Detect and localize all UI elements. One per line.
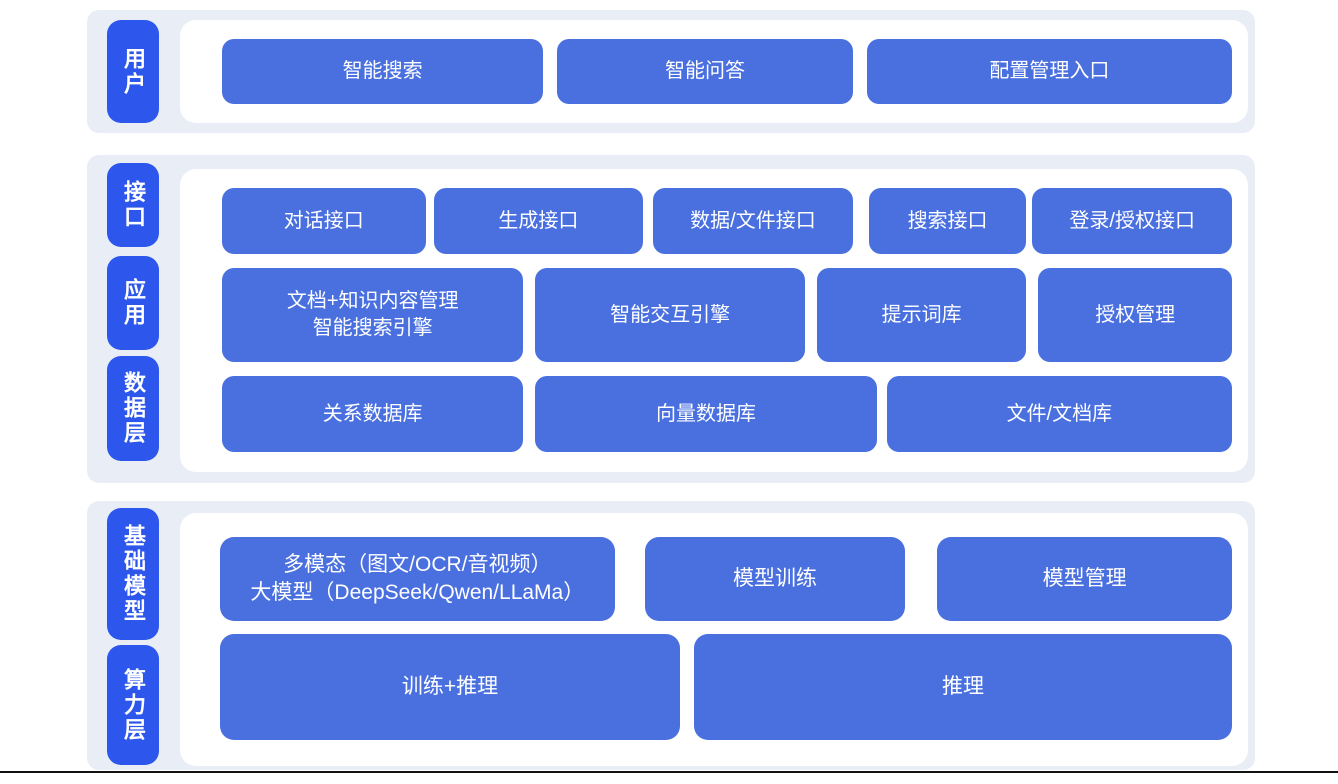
interface-row: 对话接口 生成接口 数据/文件接口 搜索接口 登录/授权接口 (222, 188, 1232, 254)
node-model-training: 模型训练 (644, 537, 906, 621)
middle-label-rail: 接口 应用 数据层 (87, 155, 180, 483)
node-training-plus-inference: 训练+推理 (220, 634, 680, 740)
node-login-auth-api: 登录/授权接口 (1032, 188, 1232, 254)
node-authorization-management: 授权管理 (1038, 268, 1232, 362)
node-interactive-engine: 智能交互引擎 (535, 268, 805, 362)
layer-label-interface-text: 接口 (121, 180, 146, 230)
bottom-label-rail: 基础模型 算力层 (87, 501, 180, 770)
user-panel: 智能搜索 智能问答 配置管理入口 (180, 20, 1248, 123)
node-dialog-api: 对话接口 (222, 188, 426, 254)
foundation-model-row: 多模态（图文/OCR/音视频） 大模型（DeepSeek/Qwen/LLaMa）… (220, 537, 1233, 621)
node-data-file-api: 数据/文件接口 (653, 188, 853, 254)
layer-band-middle: 接口 应用 数据层 对话接口 生成接口 数据/文件接口 搜索接口 登录/授权接口… (87, 155, 1255, 483)
node-prompt-library: 提示词库 (816, 268, 1027, 362)
node-inference: 推理 (694, 634, 1232, 740)
node-model-management: 模型管理 (937, 537, 1233, 621)
layer-label-data-text: 数据层 (121, 371, 146, 446)
data-row: 关系数据库 向量数据库 文件/文档库 (222, 376, 1232, 452)
node-smart-qa: 智能问答 (557, 39, 853, 104)
node-multimodal-llm: 多模态（图文/OCR/音视频） 大模型（DeepSeek/Qwen/LLaMa） (220, 537, 615, 621)
layer-label-foundation-model-text: 基础模型 (121, 524, 146, 624)
layer-band-bottom: 基础模型 算力层 多模态（图文/OCR/音视频） 大模型（DeepSeek/Qw… (87, 501, 1255, 770)
node-vector-db: 向量数据库 (535, 376, 877, 452)
layer-label-compute-text: 算力层 (121, 667, 146, 743)
layer-label-application: 应用 (107, 256, 159, 350)
application-row: 文档+知识内容管理 智能搜索引擎 智能交互引擎 提示词库 授权管理 (222, 268, 1232, 362)
layer-label-data: 数据层 (107, 356, 159, 461)
node-search-api: 搜索接口 (868, 188, 1027, 254)
layer-label-foundation-model: 基础模型 (107, 508, 159, 640)
bottom-panel: 多模态（图文/OCR/音视频） 大模型（DeepSeek/Qwen/LLaMa）… (180, 513, 1248, 766)
node-config-management-entry: 配置管理入口 (866, 39, 1232, 104)
middle-panel: 对话接口 生成接口 数据/文件接口 搜索接口 登录/授权接口 文档+知识内容管理… (180, 169, 1248, 472)
layer-label-application-text: 应用 (121, 278, 146, 328)
layer-label-user-text: 用户 (121, 46, 146, 97)
user-label-rail: 用户 (87, 10, 180, 133)
node-smart-search: 智能搜索 (222, 39, 544, 104)
user-row: 智能搜索 智能问答 配置管理入口 (222, 39, 1232, 104)
node-doc-knowledge-search-engine: 文档+知识内容管理 智能搜索引擎 (222, 268, 524, 362)
layer-label-user: 用户 (107, 20, 159, 123)
node-relational-db: 关系数据库 (222, 376, 524, 452)
layer-label-compute: 算力层 (107, 645, 159, 765)
node-file-document-store: 文件/文档库 (886, 376, 1232, 452)
node-generation-api: 生成接口 (433, 188, 644, 254)
bottom-border-line (0, 771, 1338, 773)
layer-label-interface: 接口 (107, 163, 159, 247)
layer-band-user: 用户 智能搜索 智能问答 配置管理入口 (87, 10, 1255, 133)
compute-row: 训练+推理 推理 (220, 634, 1232, 740)
